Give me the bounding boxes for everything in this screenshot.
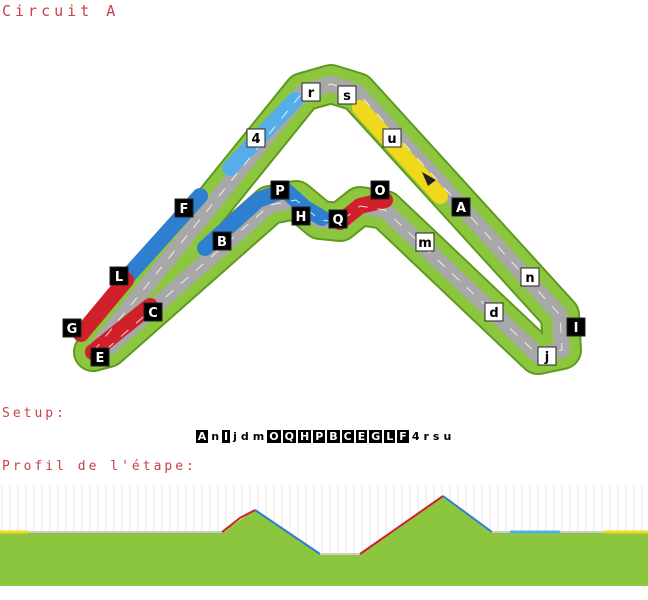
track-label-P: P: [270, 180, 290, 200]
setup-tile: B: [327, 430, 340, 443]
setup-tile: s: [431, 430, 441, 443]
track-label-text: 4: [251, 132, 260, 147]
track-label-text: F: [180, 202, 189, 217]
track-label-text: m: [418, 236, 432, 251]
setup-tile: O: [267, 430, 281, 443]
track-label-text: j: [544, 350, 549, 365]
track-label-n: n: [520, 267, 540, 287]
setup-tile: m: [251, 430, 266, 443]
track-label-text: H: [296, 210, 307, 225]
track-label-E: E: [90, 347, 110, 367]
lane-divider: [91, 83, 563, 356]
profile-descent-2: [442, 495, 493, 533]
profile-descent-1: [254, 509, 321, 555]
track-label-r: r: [301, 82, 321, 102]
setup-tile: I: [222, 430, 231, 443]
profile-climb-1: [221, 509, 256, 533]
red-segment-e-c: [85, 298, 158, 360]
stage-profile: [0, 486, 648, 586]
track-label-u: u: [382, 128, 402, 148]
track-label-text: A: [456, 201, 466, 216]
profile-terrain: [0, 496, 648, 586]
setup-tile: Q: [282, 430, 296, 443]
setup-tile: C: [341, 430, 354, 443]
setup-tile: P: [313, 430, 326, 443]
setup-tile: d: [239, 430, 250, 443]
direction-arrow-icon: [422, 172, 436, 186]
track-label-text: L: [115, 270, 123, 285]
setup-tile: G: [369, 430, 383, 443]
red-segment-g-l: [73, 272, 134, 342]
track-label-A: A: [451, 197, 471, 217]
track-label-text: O: [374, 184, 385, 199]
track-label-Q: Q: [328, 209, 348, 229]
track-label-text: G: [67, 322, 78, 337]
track-label-s: s: [337, 85, 357, 105]
track-label-C: C: [143, 302, 163, 322]
setup-heading: Setup:: [2, 406, 67, 421]
track-label-text: I: [574, 321, 579, 336]
setup-tile: 4: [410, 430, 421, 443]
profile-climb-2: [359, 495, 444, 555]
setup-tile: A: [195, 430, 209, 443]
track-label-d: d: [484, 302, 504, 322]
track-label-text: d: [489, 306, 498, 321]
track-label-G: G: [62, 318, 82, 338]
setup-tile: E: [355, 430, 368, 443]
circuit-title: Circuit A: [2, 2, 120, 20]
setup-tile: L: [384, 430, 396, 443]
setup-tile: u: [442, 430, 453, 443]
track-label-4: 4: [246, 128, 266, 148]
track-label-text: C: [148, 306, 158, 321]
track-label-text: Q: [332, 213, 343, 228]
track-label-text: r: [308, 86, 315, 101]
track-label-H: H: [291, 206, 311, 226]
track-label-text: s: [343, 89, 351, 104]
profile-heading: Profil de l'étape:: [2, 459, 197, 474]
track-label-m: m: [415, 232, 435, 252]
track-label-L: L: [109, 266, 129, 286]
track-label-F: F: [174, 198, 194, 218]
track-label-text: E: [96, 351, 105, 366]
track-label-text: P: [275, 184, 285, 199]
setup-tile: n: [210, 430, 221, 443]
setup-tile: F: [397, 430, 409, 443]
setup-tile: H: [297, 430, 312, 443]
track-label-O: O: [370, 180, 390, 200]
track-label-text: n: [525, 271, 534, 286]
track-label-text: u: [387, 132, 396, 147]
track-label-text: B: [217, 235, 227, 250]
track-label-B: B: [212, 231, 232, 251]
setup-tile: r: [422, 430, 430, 443]
track-label-I: I: [566, 317, 586, 337]
setup-tile: j: [232, 430, 238, 443]
track-label-j: j: [537, 346, 557, 366]
